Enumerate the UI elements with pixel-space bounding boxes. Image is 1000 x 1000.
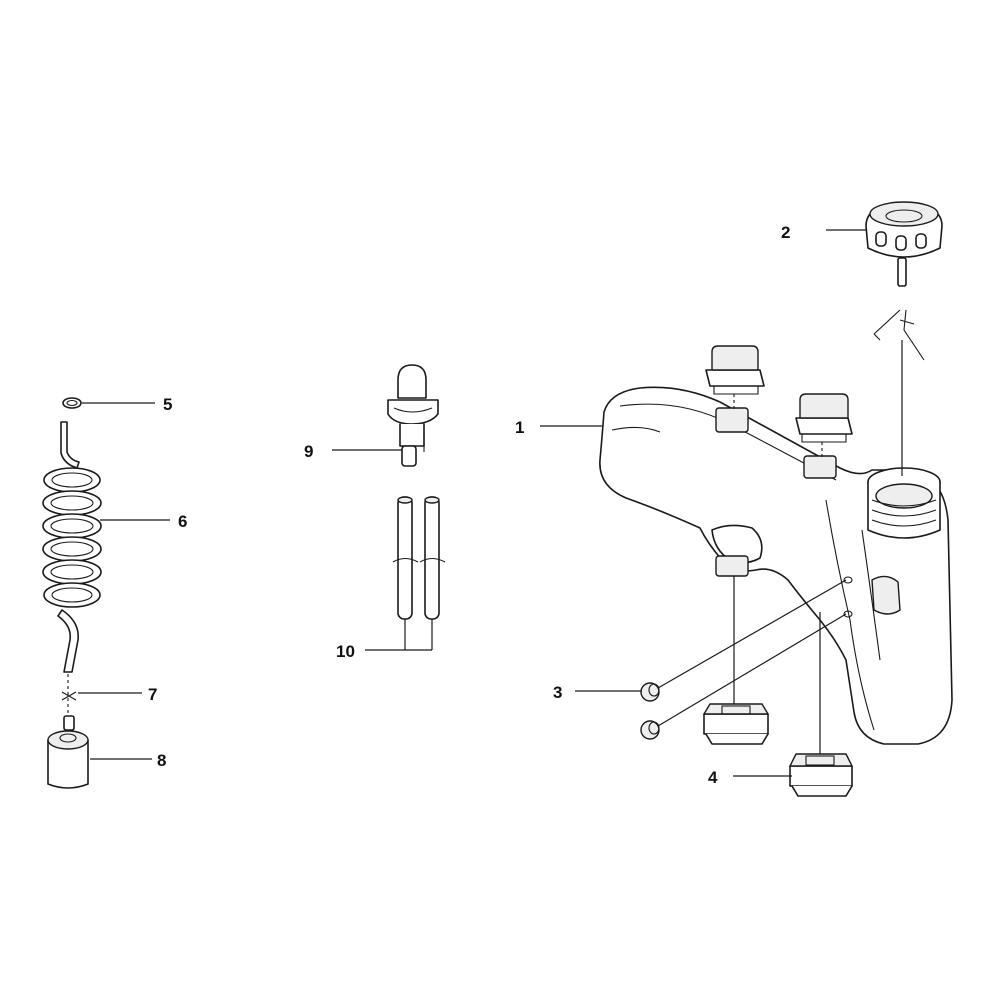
plug-part-2	[640, 720, 660, 740]
plug-part-1	[640, 682, 660, 702]
o-ring-part	[62, 397, 82, 409]
mount-rubber-bottom-2	[789, 753, 853, 797]
fuel-filter-part	[47, 715, 89, 789]
callout-10: 10	[336, 642, 355, 661]
tank-vent-valve-part	[387, 364, 439, 467]
hose-clip-part	[61, 691, 77, 701]
callout-6: 6	[178, 512, 187, 531]
pins-part	[392, 496, 446, 620]
cap-strap-part	[873, 309, 925, 361]
callout-9: 9	[304, 442, 313, 461]
mount-rubber-top-1	[705, 345, 765, 395]
callout-4: 4	[708, 768, 718, 787]
mount-rubber-top-2	[795, 393, 853, 443]
fuel-tank-part	[599, 386, 953, 745]
callout-8: 8	[157, 751, 166, 770]
fuel-line-assembly	[42, 397, 102, 789]
callout-1: 1	[515, 418, 524, 437]
mount-rubber-bottom-1	[703, 703, 769, 745]
callout-5: 5	[163, 395, 172, 414]
callout-2: 2	[781, 223, 790, 242]
coiled-hose-part	[42, 467, 102, 673]
callout-3: 3	[553, 683, 562, 702]
callout-7: 7	[148, 685, 157, 704]
hose-top-part	[60, 421, 80, 469]
fuel-cap-part	[865, 201, 943, 287]
